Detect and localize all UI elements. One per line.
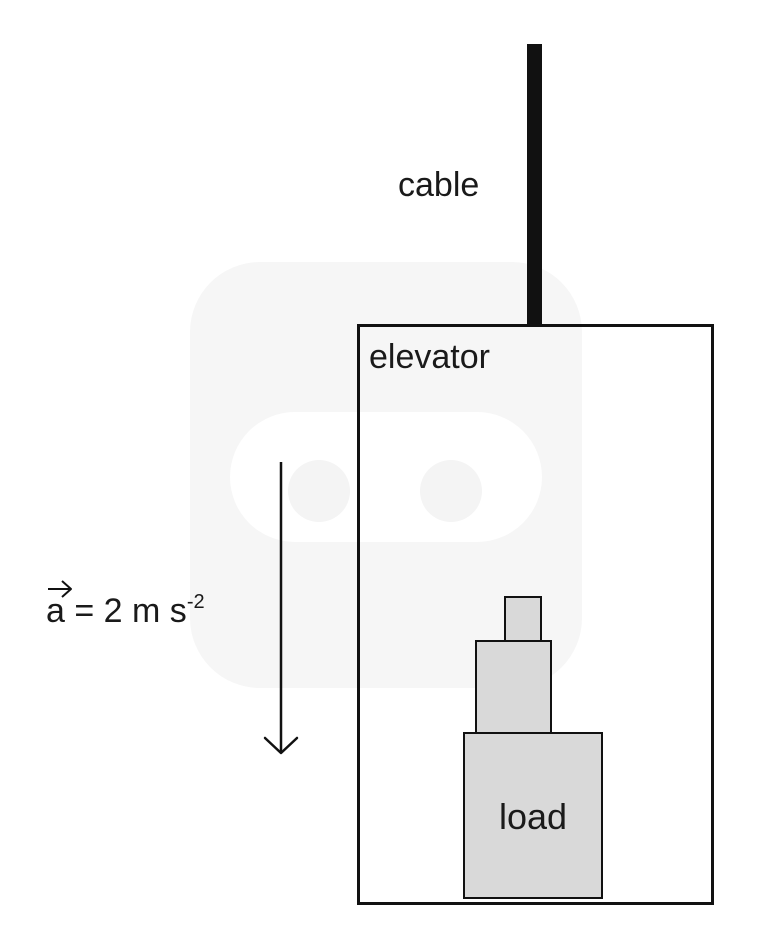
watermark-logo — [190, 262, 582, 688]
load-middle-block — [475, 640, 552, 734]
acceleration-label: a = 2 m s-2 — [46, 591, 205, 631]
acceleration-arrow-head — [263, 736, 299, 755]
elevator-label: elevator — [369, 338, 490, 376]
cable-label: cable — [398, 166, 480, 204]
cable — [527, 44, 542, 326]
load-label: load — [498, 796, 568, 837]
acceleration-equation: = 2 m s — [74, 592, 187, 630]
vector-arrow-head — [61, 580, 72, 598]
acceleration-exponent: -2 — [186, 591, 205, 613]
watermark-eye-left — [288, 460, 350, 522]
acceleration-symbol: a — [46, 592, 65, 630]
watermark-eye-right — [420, 460, 482, 522]
load-block — [463, 732, 603, 899]
elevator-box — [357, 324, 714, 905]
